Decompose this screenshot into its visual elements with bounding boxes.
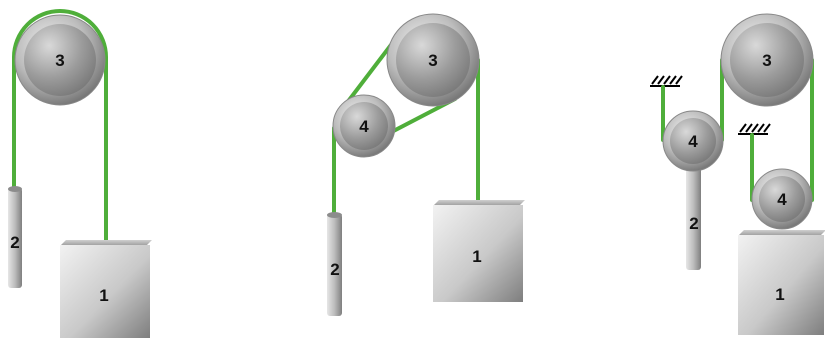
pulley-3-right: 3 xyxy=(720,13,814,107)
pulley-4-right-right: 4 xyxy=(751,168,813,230)
pulley-3-left: 3 xyxy=(14,14,106,106)
rod-2-right: 2 xyxy=(686,160,701,270)
block-1-label: 1 xyxy=(775,285,784,304)
rod-2-label: 2 xyxy=(10,233,19,252)
block-1-left: 1 xyxy=(60,240,152,338)
pulley-3-middle: 3 xyxy=(386,13,480,107)
rod-2-label: 2 xyxy=(689,214,698,233)
rod-2-label: 2 xyxy=(330,260,339,279)
block-1-middle: 1 xyxy=(433,200,525,302)
rod-2-middle: 2 xyxy=(327,212,342,316)
pulley-4-label: 4 xyxy=(777,190,787,209)
ceiling-mount-right xyxy=(738,123,771,135)
rod-2-left: 2 xyxy=(8,186,22,288)
pulley-3-label: 3 xyxy=(55,51,64,70)
panel-left: 3 2 1 xyxy=(8,9,152,338)
rope-left-over-pulley xyxy=(12,9,108,243)
block-1-label: 1 xyxy=(99,286,108,305)
pulley-3-label: 3 xyxy=(762,51,771,70)
pulley-4-right-left: 4 xyxy=(662,110,724,172)
panel-right: 3 2 4 1 4 xyxy=(650,13,825,335)
panel-middle: 3 4 2 1 xyxy=(327,13,525,316)
pulley-4-label: 4 xyxy=(359,117,369,136)
pulley-4-label: 4 xyxy=(688,132,698,151)
block-1-label: 1 xyxy=(472,247,481,266)
pulley-4-middle: 4 xyxy=(332,94,396,158)
block-1-right: 1 xyxy=(738,230,825,335)
ceiling-mount-left xyxy=(650,75,683,87)
pulley-3-label: 3 xyxy=(428,51,437,70)
